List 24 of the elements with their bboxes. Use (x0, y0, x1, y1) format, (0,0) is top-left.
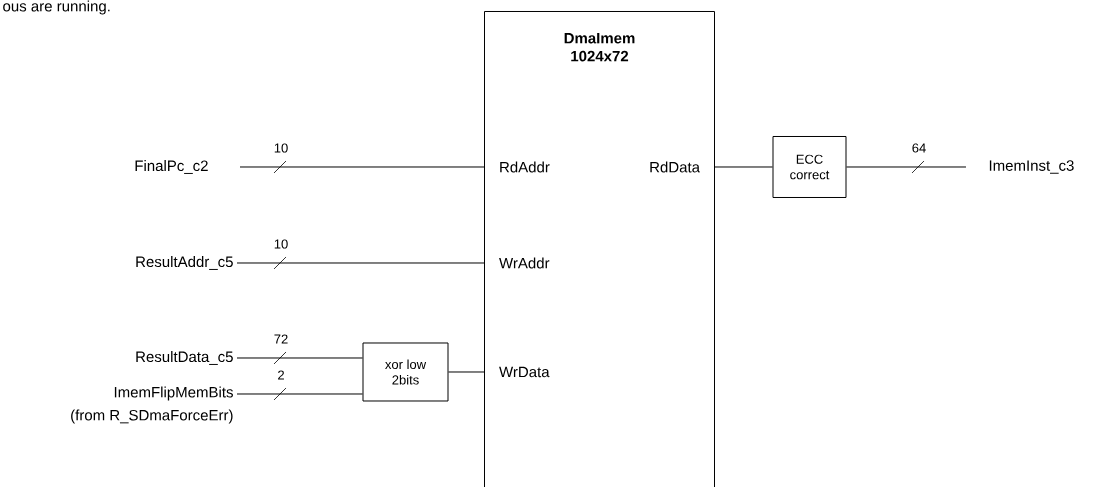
port-label: RdAddr (500, 161, 550, 173)
bus-width-label: 2 (276, 369, 286, 381)
signal-label: ResultData_c5 (136, 351, 233, 365)
bus-width-label: 72 (272, 333, 290, 345)
port-label: RdData (650, 161, 700, 173)
bus-line (236, 387, 363, 401)
bus-width-label: 64 (910, 142, 928, 154)
bus-line (239, 160, 485, 174)
logic-box: xor low 2bits (362, 342, 449, 402)
note-text: ous are running. (3, 0, 110, 15)
signal-label: ResultAddr_c5 (136, 256, 233, 270)
port-label: WrData (499, 366, 550, 378)
signal-label: ImemInst_c3 (989, 160, 1074, 174)
signal-label: ImemFlipMemBits (from R_SDmaForceErr) (71, 386, 233, 424)
bus-line (236, 351, 363, 365)
bus-width-label: 10 (272, 142, 290, 154)
port-label: WrAddr (499, 257, 550, 269)
bus-width-label: 10 (272, 238, 290, 250)
bus-line (846, 160, 967, 174)
logic-box: ECC correct (772, 136, 847, 198)
signal-label: FinalPc_c2 (135, 160, 208, 174)
bus-line (236, 256, 485, 270)
bus-line (448, 371, 485, 373)
bus-line (714, 166, 773, 168)
